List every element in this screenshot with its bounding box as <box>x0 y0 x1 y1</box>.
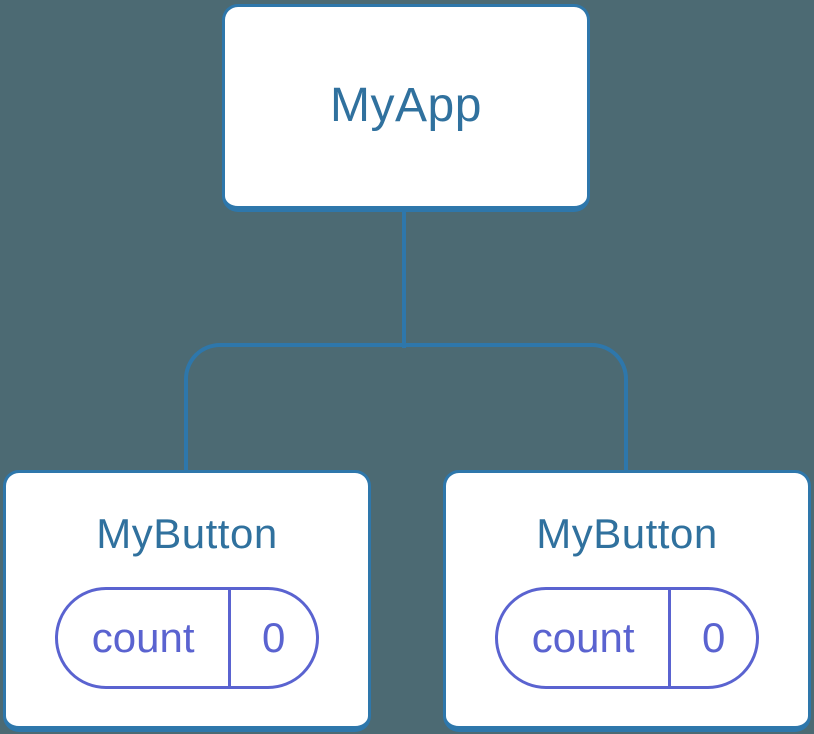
state-key-label: count <box>58 590 232 687</box>
state-pill: count 0 <box>55 587 319 690</box>
child-node-label: MyButton <box>536 510 718 557</box>
state-value: 0 <box>701 614 726 662</box>
trunk-connector-line <box>402 208 406 348</box>
root-node: MyApp <box>222 4 590 212</box>
child-node-left: MyButton count 0 <box>3 470 371 732</box>
state-pill: count 0 <box>495 587 759 690</box>
state-value: 0 <box>261 614 286 662</box>
child-node-label: MyButton <box>96 510 278 557</box>
children-bracket-line <box>184 343 628 471</box>
root-node-label: MyApp <box>330 79 482 133</box>
state-key-label: count <box>498 590 672 687</box>
child-node-right: MyButton count 0 <box>443 470 811 732</box>
